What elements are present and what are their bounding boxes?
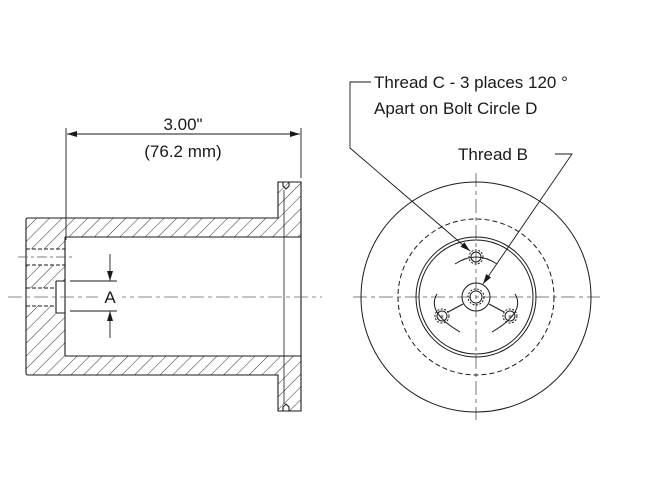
- thread-c-hole-left: ×: [433, 293, 464, 333]
- thread-c-hole-top: [454, 249, 498, 265]
- top-wall-section: [26, 182, 301, 237]
- thread-c-leader: [349, 81, 471, 252]
- length-dimension-mm: (76.2 mm): [144, 142, 221, 161]
- bottom-wall-section: [26, 356, 301, 411]
- svg-text:×: ×: [508, 314, 512, 321]
- bore-outer-circle: [415, 236, 537, 358]
- thread-c-callout-line1: Thread C - 3 places 120 °: [374, 73, 568, 92]
- bore-inner-circle: [418, 239, 534, 355]
- thread-b-hole: [467, 288, 485, 306]
- flange-outer-circle: [360, 181, 592, 413]
- thread-c-hole-right: ×: [488, 293, 519, 333]
- side-section-view: 3.00" (76.2 mm) A: [8, 115, 322, 412]
- thread-b-callout: Thread B: [458, 145, 528, 164]
- length-dimension: [65, 128, 302, 240]
- hub-circle: [461, 282, 491, 312]
- length-dimension-inches: 3.00": [163, 115, 202, 134]
- bolt-circle-d: [397, 218, 555, 376]
- svg-text:×: ×: [440, 314, 444, 321]
- bore-dimension-a: [70, 254, 117, 338]
- bore-label-a: A: [104, 288, 116, 307]
- thread-c-callout-line2: Apart on Bolt Circle D: [374, 99, 537, 118]
- thread-b-leader: [482, 153, 573, 285]
- end-view: × × Thread C - 3 places 120 ° Apart on B…: [349, 73, 600, 420]
